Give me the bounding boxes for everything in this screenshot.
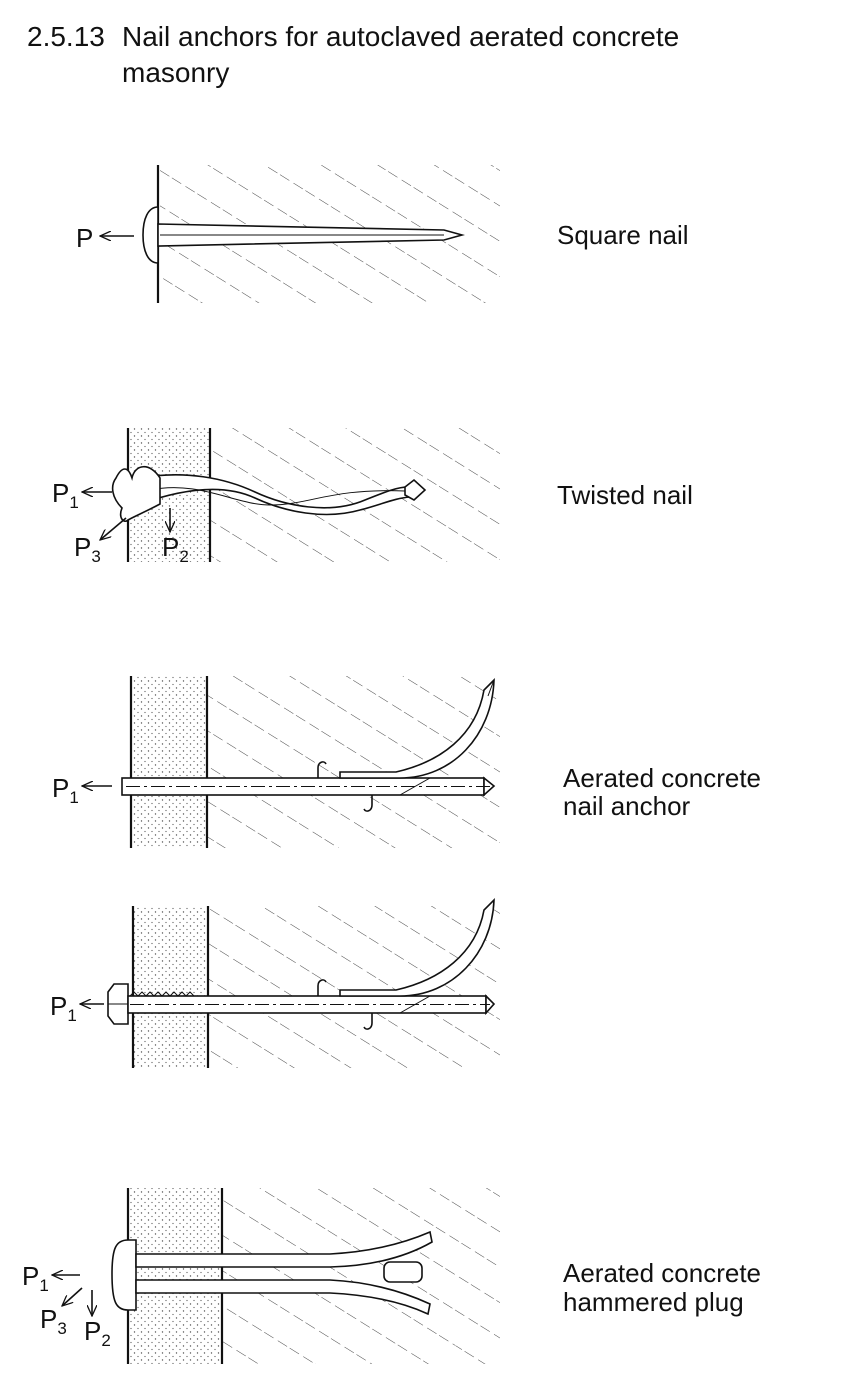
- plug-leg-lower: [135, 1279, 431, 1316]
- force-label-p2: P2: [84, 1316, 111, 1350]
- twist-line: [149, 487, 406, 506]
- caption-twisted-nail: Twisted nail: [557, 480, 693, 510]
- anchor-blade: [339, 897, 495, 997]
- blade-wedge: [399, 777, 450, 796]
- force-label-p1: P1: [52, 773, 79, 807]
- anchor-hook-upper: [317, 761, 327, 778]
- caption-square-nail: Square nail: [557, 220, 689, 250]
- plug-collar: [111, 1239, 137, 1311]
- figure-hammered-plug: P1 P2 P3 Aerated concrete hammered plug: [22, 1188, 761, 1364]
- render-layer: [131, 676, 207, 848]
- force-label-p3: P3: [74, 532, 101, 566]
- aerated-concrete-block: [207, 676, 500, 848]
- force-label-p2: P2: [162, 532, 189, 566]
- force-label-p: P: [76, 223, 93, 253]
- oblique-force-arrow-p3: [62, 1287, 83, 1306]
- oblique-force-arrow-p3: [100, 517, 127, 540]
- figure-twisted-nail: P1 P2 P3 Twisted nail: [52, 428, 693, 566]
- anchor-hook-lower: [363, 795, 373, 812]
- nail-tip: [404, 478, 427, 501]
- page-header: 2.5.13 Nail anchors for autoclaved aerat…: [27, 21, 679, 88]
- force-label-p1: P1: [50, 991, 77, 1025]
- blade-tip: [483, 679, 495, 697]
- anchor-hook-upper: [317, 979, 327, 996]
- render-layer: [128, 1188, 222, 1364]
- plug-pin: [383, 1261, 423, 1283]
- page-title-line1: Nail anchors for autoclaved aerated conc…: [122, 21, 679, 52]
- section-number: 2.5.13: [27, 21, 105, 52]
- caption-hammered-plug-line1: Aerated concrete: [563, 1258, 761, 1288]
- blade-wedge: [399, 995, 450, 1014]
- figure-nail-anchor-threaded: P1: [50, 897, 500, 1068]
- force-label-p1: P1: [52, 478, 79, 512]
- caption-nail-anchor-line2: nail anchor: [563, 791, 691, 821]
- aerated-concrete-block: [208, 906, 500, 1068]
- nail-head: [111, 465, 161, 523]
- figure-square-nail: P Square nail: [76, 165, 689, 303]
- figure-nail-anchor: P1 Aerated concrete nail anchor: [52, 676, 761, 848]
- force-label-p3: P3: [40, 1304, 67, 1338]
- render-layer: [133, 906, 208, 1068]
- thread-teeth: [129, 991, 195, 997]
- aerated-concrete-block: [222, 1188, 500, 1364]
- force-label-p1: P1: [22, 1261, 49, 1295]
- nail-head: [142, 206, 159, 264]
- page-title-line2: masonry: [122, 57, 229, 88]
- caption-nail-anchor-line1: Aerated concrete: [563, 763, 761, 793]
- plug-leg-upper: [135, 1230, 433, 1268]
- caption-hammered-plug-line2: hammered plug: [563, 1287, 744, 1317]
- anchor-hook-lower: [363, 1013, 373, 1030]
